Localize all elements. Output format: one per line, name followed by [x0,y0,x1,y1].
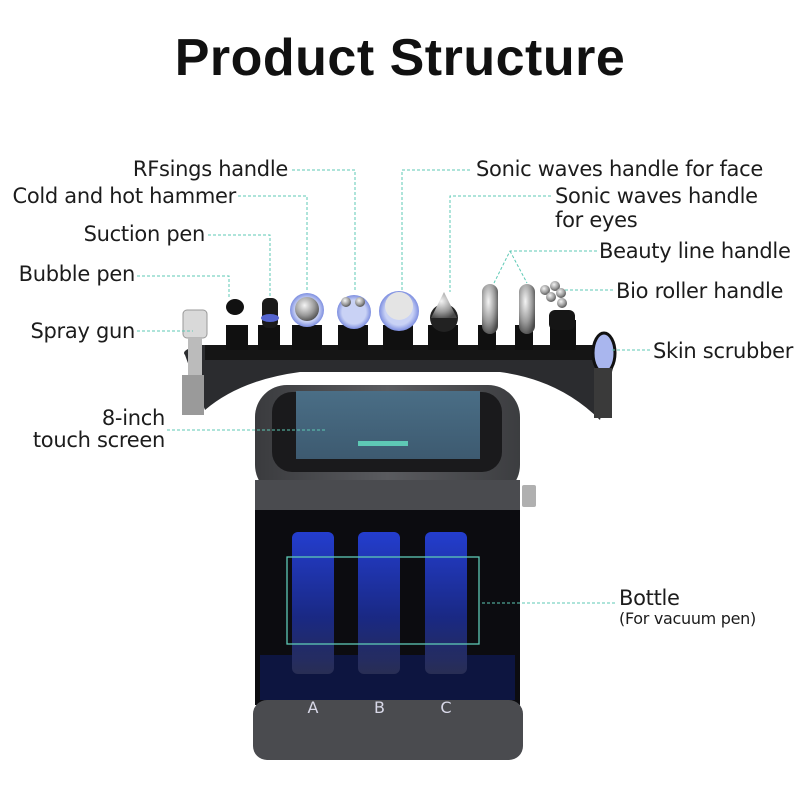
label-sonic-face: Sonic waves handle for face [476,157,763,181]
bottle-letter: B [374,698,385,717]
label-suction-pen: Suction pen [83,222,206,246]
bottle-letter: C [440,698,452,717]
bottle-letter: A [307,698,319,717]
label-spray-gun: Spray gun [30,319,135,343]
label-touch-screen: 8-inch touch screen [32,406,165,452]
page-title: Product Structure [174,29,626,87]
label-bubble-pen: Bubble pen [18,262,136,286]
label-bottle: Bottle (For vacuum pen) [619,586,756,628]
label-bio-roller: Bio roller handle [616,279,784,303]
label-beauty-line: Beauty line handle [599,239,791,263]
label-rfsings-handle: RFsings handle [132,157,288,181]
bottle-letters: A B C [292,698,467,717]
label-cold-hot-hammer: Cold and hot hammer [12,184,236,208]
label-skin-scrubber: Skin scrubber [653,339,794,363]
label-sonic-eyes: Sonic waves handle for eyes [555,184,758,232]
